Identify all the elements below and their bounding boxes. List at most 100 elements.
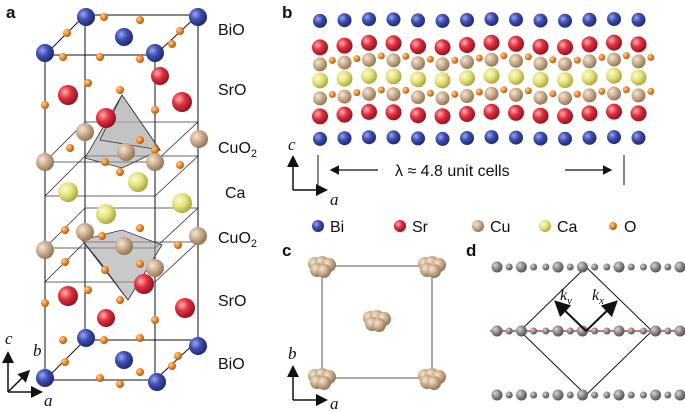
ca-atom [96,204,116,224]
panel-b-axes: c a [287,135,339,209]
sr-atom [483,103,500,120]
panel-c-letter: c [282,241,291,260]
bi-atom [362,130,376,145]
bi-atom [313,13,327,28]
bragg-peak [515,389,527,401]
lambda-label: λ ≈ 4.8 unit cells [395,163,510,180]
sr-atom [134,274,154,294]
k-vectors: ky kx [554,287,618,332]
bragg-peak [542,263,550,271]
bi-atom [411,131,425,146]
bragg-peak [542,327,550,335]
panel-a-unit-cell: a [1,3,257,410]
o-atom [116,86,124,94]
o-atom [100,13,108,21]
bi-atom [36,44,54,62]
o-atom [500,52,508,60]
sr-atom [361,34,377,51]
cu-atom [115,237,133,255]
sr-atom [508,35,524,52]
cu-atom [509,53,523,68]
sr-atom [508,104,524,121]
bragg-peak [576,261,588,273]
o-atom [136,55,144,63]
cu-atom [460,89,474,103]
o-atom [573,90,581,98]
axis-label-b: b [33,341,42,360]
axis-label-a: a [330,190,339,209]
o-atom [328,56,336,64]
bragg-peak [639,327,647,335]
sr-atom [532,38,549,55]
bragg-peak [650,389,662,401]
cu-atom [146,259,164,277]
bi-atom [189,337,207,355]
o-atom [151,316,159,324]
axis-label-a: a [44,391,53,410]
ky-label: ky [560,287,572,307]
bi-atom [362,12,376,27]
legend-o-label: O [624,219,636,236]
o-atom [116,296,124,304]
cu-atom [337,89,352,104]
kx-label: kx [592,287,604,307]
sr-atom [172,92,192,112]
o-atom [500,86,508,94]
bragg-peak [639,391,647,399]
legend-sr-label: Sr [412,219,429,236]
bi-atom [411,13,425,28]
kx-arrow [585,300,618,332]
legend-bi-label: Bi [330,219,344,236]
cu-atom [411,56,425,71]
cu-atom [337,55,352,70]
bragg-peak [591,263,599,271]
cu-atom [372,318,386,332]
o-atom [622,86,630,94]
sr-atom [410,38,426,55]
ca-atom [410,71,426,88]
o-atom [647,53,655,61]
bragg-peak-dots [491,261,685,401]
cu-atom [411,90,425,105]
o-atom [176,161,184,169]
legend-cu-label: Cu [490,219,510,236]
bragg-peak [491,261,503,273]
bragg-peak [650,261,662,273]
sr-atom [385,35,402,52]
sr-atom [606,34,622,51]
bragg-peak [505,263,513,271]
o-atom [353,55,361,63]
ca-atom [312,72,328,89]
o-atom [136,334,144,342]
bragg-peak [566,263,574,271]
o-atom [136,260,144,268]
cu-atom [317,264,331,278]
sr-atom [557,108,573,125]
o-atom [598,53,606,61]
bi-atom [533,13,548,28]
sr-atom [385,104,402,121]
sr-atom [630,105,647,122]
layer-label-cuo2-top: CuO2 [218,140,257,160]
bragg-peak [491,325,503,337]
cu-atom [362,52,376,67]
o-atom [101,158,109,166]
cu-cluster-group [308,256,446,390]
sr-atom [312,39,328,56]
element-legend: Bi Sr Cu Ca O [312,219,636,236]
o-atom [174,352,182,360]
o-atom [136,16,144,24]
o-atom [426,55,434,63]
o-atom [59,53,67,61]
bragg-peak [664,391,672,399]
bi-atom [115,28,133,46]
o-atom [61,258,69,266]
bragg-peak [566,327,574,335]
ca-atom [361,67,377,84]
panel-d-letter: d [466,241,476,260]
cu-atom [582,54,597,69]
o-atom [98,232,106,240]
o-atom [475,88,483,96]
cu-atom [533,90,548,105]
